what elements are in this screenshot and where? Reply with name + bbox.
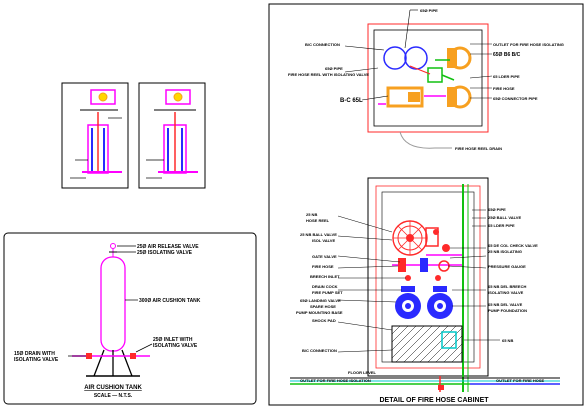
elev-label-l3: 25 NB BALL VALVE <box>300 232 337 237</box>
plan-callout-left-1: B/C CONNECTION <box>305 42 340 47</box>
elev-label-base-1: FLOOR LEVEL <box>348 370 377 375</box>
elev-label-l12: PUMP MOUNTING BASE <box>296 310 343 315</box>
cabinet-elevation-view: 25 NB HOSE REEL 25 NB BALL VALVE ISOL VA… <box>290 177 560 404</box>
elev-label-base-2: OUTLET FOR FIRE HOSE ISOLATION <box>300 378 371 383</box>
plan-callout-left-4: B-C 65L <box>340 98 363 104</box>
plan-callout-right-5: 65Ø CONNECTOR PIPE <box>493 96 538 101</box>
callout-drain-line-2: ISOLATING VALVE <box>14 357 59 363</box>
elev-label-l11: SPARE HOSE <box>310 304 336 309</box>
elev-label-r11: 65 NB <box>502 338 513 343</box>
elev-label-l14: B/C CONNECTION <box>302 348 337 353</box>
elev-label-l2: HOSE REEL <box>306 218 330 223</box>
callout-cushion-tank: 300Ø AIR CUSHION TANK <box>139 298 201 304</box>
elev-label-r8: ISOLATING VALVE <box>488 290 524 295</box>
hose-reel-icon <box>392 220 428 256</box>
plan-callout-right-4: FIRE HOSE <box>493 86 515 91</box>
plan-callout-right-2: 65Ø B6 B/C <box>493 52 521 58</box>
elev-label-r2: 25Ø BALL VALVE <box>488 215 521 220</box>
plan-callout-bottom: FIRE HOSE REEL DRAIN <box>455 146 502 151</box>
elev-label-l10: 65Ø LANDING VALVE <box>300 298 341 303</box>
elev-label-r3: 65 LDER PIPE <box>488 223 515 228</box>
cushion-tank-title: AIR CUSHION TANK <box>84 385 142 391</box>
pump-base-hatch <box>391 325 463 363</box>
detail-thumbnail-right <box>138 82 206 189</box>
elev-label-l8: DRAIN COCK <box>312 284 338 289</box>
air-release-valve-icon <box>110 243 116 249</box>
cushion-tank-scale: SCALE — N.T.S. <box>94 393 133 399</box>
air-cushion-tank-panel: 25Ø AIR RELEASE VALVE 25Ø ISOLATING VALV… <box>3 232 257 405</box>
callout-air-release-valve: 25Ø AIR RELEASE VALVE <box>137 244 199 250</box>
elev-label-l7: BREECH INLET <box>310 274 340 279</box>
elev-label-l9: FIRE PUMP SET <box>312 290 343 295</box>
callout-drain-line-1: 15Ø DRAIN WITH <box>14 351 55 357</box>
detail-thumbnail-left <box>61 82 129 189</box>
plan-callout-right-3: 65 LDER PIPE <box>493 74 520 79</box>
elev-label-r4: 65 DE COL CHECK VALVE <box>488 243 538 248</box>
fire-pump-icon <box>395 286 453 319</box>
elev-label-r1: 65Ø PIPE <box>488 207 506 212</box>
callout-isolating-valve: 25Ø ISOLATING VALVE <box>137 250 193 256</box>
plan-callout-left-2: 65Ø PIPE <box>325 66 343 71</box>
plan-callout-top: 65Ø PIPE <box>420 8 438 13</box>
elev-label-l4: ISOL VALVE <box>312 238 335 243</box>
elev-label-r6: PRESSURE GAUGE <box>488 264 526 269</box>
cabinet-sheet-border <box>268 3 584 406</box>
elev-label-r10: PUMP FOUNDATION <box>488 308 527 313</box>
plan-callout-right-1: OUTLET FOR FIRE HOSE ISOLATING <box>493 42 564 47</box>
elev-label-r7: 65 NB DEL BREECH <box>488 284 526 289</box>
plan-callout-left-3: FIRE HOSE REEL WITH ISOLATING VALVE <box>288 72 369 77</box>
elev-label-l5: GATE VALVE <box>312 254 337 259</box>
cabinet-plan-view: 65Ø PIPE B/C CONNECTION 65Ø PIPE FIRE HO… <box>288 8 564 151</box>
air-cushion-tank <box>100 256 126 352</box>
elev-label-l1: 25 NB <box>306 212 317 217</box>
callout-inlet-line-2: ISOLATING VALVE <box>153 343 198 349</box>
elev-label-l6: FIRE HOSE <box>312 264 334 269</box>
elev-label-l13: SHOCK PAD <box>312 318 336 323</box>
elev-label-r5: 25 NB ISOLATING <box>488 249 522 254</box>
elev-label-r9: 65 NB DEL VALVE <box>488 302 523 307</box>
elev-label-base-3: OUTLET FOR FIRE HOSE <box>496 378 545 383</box>
callout-inlet-line-1: 25Ø INLET WITH <box>153 337 193 343</box>
cabinet-detail-title: DETAIL OF FIRE HOSE CABINET <box>379 397 489 404</box>
